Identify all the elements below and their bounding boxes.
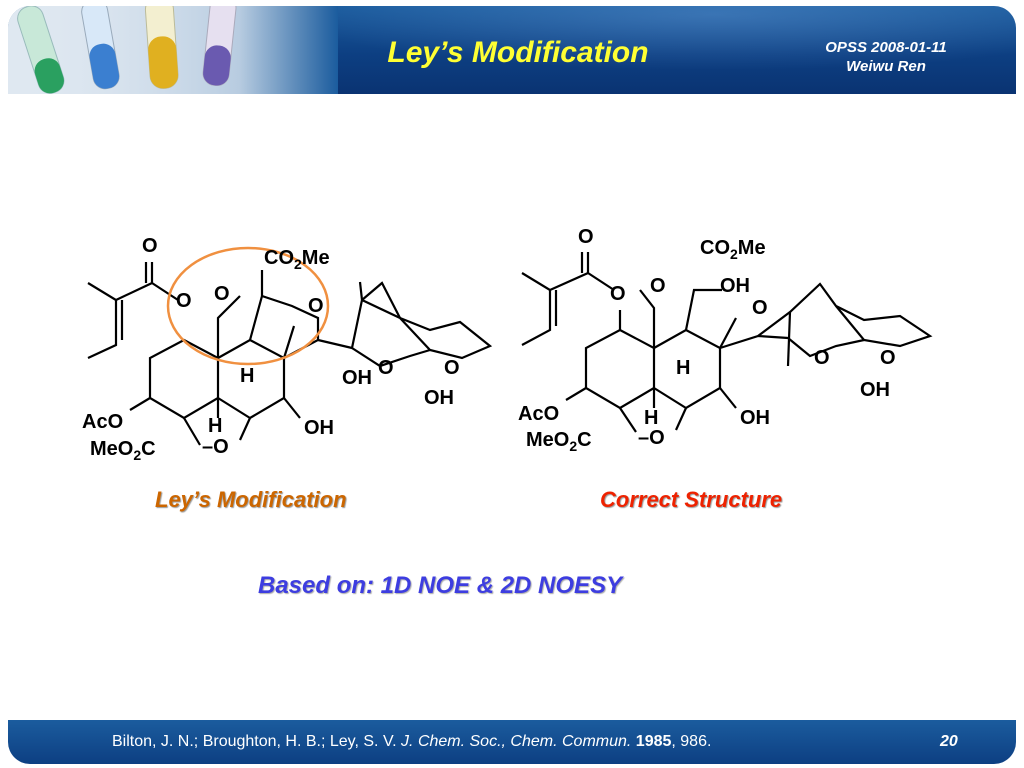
left-co2me: CO2Me (264, 247, 330, 272)
right-co2me: CO2Me (700, 237, 766, 262)
svg-text:O: O (308, 295, 324, 317)
svg-text:–O: –O (638, 427, 665, 449)
svg-text:O: O (142, 235, 158, 257)
test-tubes-image (8, 6, 338, 94)
svg-text:OH: OH (304, 417, 334, 439)
svg-text:AcO: AcO (518, 403, 559, 425)
citation-year: 1985 (635, 733, 672, 750)
page-number: 20 (940, 733, 958, 750)
citation-pages: , 986. (671, 733, 712, 750)
svg-text:OH: OH (860, 379, 890, 401)
label-leys-modification: Ley’s Modification (155, 487, 347, 512)
meta-date: OPSS 2008-01-11 (825, 39, 947, 56)
right-structure-text: O O O CO2Me OH O H H AcO MeO2C –O OH O O… (518, 226, 896, 454)
svg-text:OH: OH (740, 407, 770, 429)
svg-text:H: H (240, 365, 254, 387)
svg-text:O: O (444, 357, 460, 379)
svg-text:H: H (208, 415, 222, 437)
right-meo2c: MeO2C (526, 429, 592, 454)
left-meo2c: MeO2C (90, 438, 156, 463)
svg-text:OH: OH (342, 367, 372, 389)
slide-title: Ley’s Modification (387, 36, 649, 69)
svg-text:O: O (610, 283, 626, 305)
label-correct-structure: Correct Structure (600, 487, 783, 512)
svg-text:OH: OH (720, 275, 750, 297)
svg-text:O: O (880, 347, 896, 369)
svg-text:O: O (378, 357, 394, 379)
svg-text:O: O (214, 283, 230, 305)
citation-authors: Bilton, J. N.; Broughton, H. B.; Ley, S.… (112, 733, 397, 750)
svg-text:AcO: AcO (82, 411, 123, 433)
slide-header: Ley’s Modification OPSS 2008-01-11 Weiwu… (8, 6, 1016, 94)
meta-author: Weiwu Ren (846, 58, 926, 75)
left-structure-text: O O O O CO2Me H H AcO MeO2C –O OH OH O O… (82, 235, 460, 463)
svg-text:OH: OH (424, 387, 454, 409)
svg-text:O: O (650, 275, 666, 297)
basis-text: Based on: 1D NOE & 2D NOESY (258, 572, 623, 599)
citation-journal: J. Chem. Soc., Chem. Commun. (401, 733, 632, 750)
svg-text:O: O (176, 290, 192, 312)
svg-text:O: O (752, 297, 768, 319)
svg-text:O: O (814, 347, 830, 369)
slide-footer (8, 720, 1016, 764)
svg-text:O: O (578, 226, 594, 248)
citation: Bilton, J. N.; Broughton, H. B.; Ley, S.… (112, 733, 711, 751)
highlight-circle (166, 246, 330, 366)
slide-meta: OPSS 2008-01-11 Weiwu Ren (786, 38, 986, 76)
svg-text:H: H (644, 407, 658, 429)
svg-text:H: H (676, 357, 690, 379)
left-structure (87, 262, 493, 446)
svg-text:–O: –O (202, 436, 229, 458)
right-structure (521, 252, 933, 433)
